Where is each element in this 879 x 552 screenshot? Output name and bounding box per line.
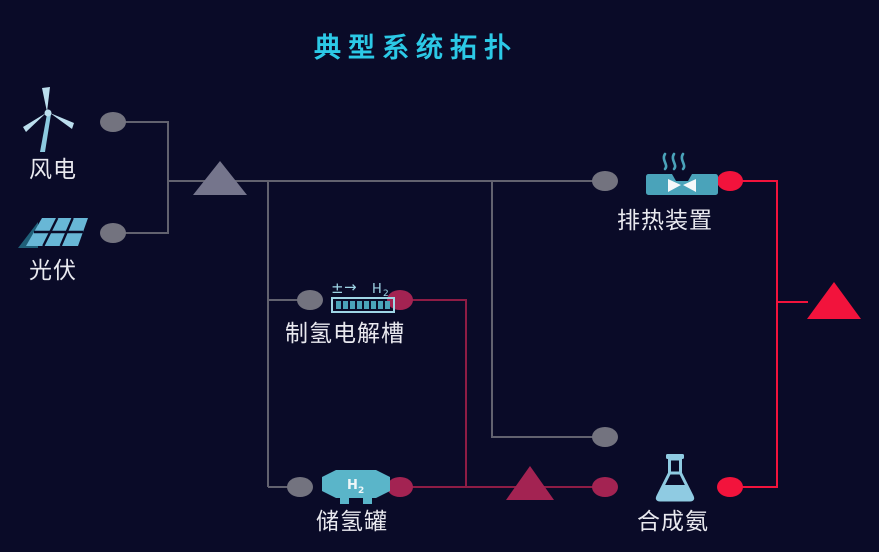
- tank-h2-text: H: [347, 478, 358, 493]
- heat-junction-triangle: [807, 282, 861, 319]
- heat-line-loop: [730, 180, 778, 488]
- hydrogen-tank-icon: H 2: [322, 470, 390, 504]
- electrolyzer-left-port-node: [297, 290, 323, 310]
- heat-waves-icon: [662, 152, 686, 171]
- pv-label: 光伏: [29, 258, 77, 284]
- heat-lines: [730, 180, 808, 488]
- ammonia-left-port-node: [592, 477, 618, 497]
- hydrogen-line-electrolyzer: [400, 299, 467, 487]
- h2-subscript: 2: [383, 289, 389, 299]
- wind-turbine-icon: [23, 87, 74, 152]
- power-line-sources: [113, 121, 169, 234]
- power-line-mid-drop: [491, 181, 605, 438]
- power-junction-triangle: [193, 161, 247, 195]
- heat-rejection-icon: [646, 152, 718, 195]
- tank-label: 储氢罐: [316, 509, 388, 535]
- tank-h2-subscript: 2: [358, 486, 364, 496]
- h2-text: H: [372, 282, 382, 297]
- hydrogen-lines: [400, 299, 605, 488]
- heat-right-port-node: [717, 171, 743, 191]
- ammonia-label: 合成氨: [637, 509, 709, 535]
- fan-blade-icon: [683, 179, 696, 192]
- ammonia-flask-icon: [655, 454, 695, 502]
- heat-label: 排热装置: [617, 208, 713, 234]
- wind-label: 风电: [29, 157, 77, 183]
- solar-panel-icon: [18, 217, 88, 248]
- hydrogen-junction-triangle: [506, 466, 554, 500]
- electrode-plates-icon: [336, 301, 390, 309]
- tank-left-port-node: [287, 477, 313, 497]
- electrolyzer-label: 制氢电解槽: [285, 321, 405, 347]
- plus-minus-icon: ±: [331, 279, 344, 297]
- heat-left-port-node: [592, 171, 618, 191]
- electrolyzer-icon: ± → H 2: [331, 278, 395, 313]
- tank-right-port-node: [387, 477, 413, 497]
- power-lines: [113, 121, 605, 488]
- fan-blade-icon: [668, 179, 681, 192]
- pv-port-node: [100, 223, 126, 243]
- mid-junction-node: [592, 427, 618, 447]
- wind-port-node: [100, 112, 126, 132]
- diagram-title: 典型系统拓扑: [314, 33, 518, 64]
- ammonia-right-port-node: [717, 477, 743, 497]
- arrow-icon: →: [344, 278, 357, 296]
